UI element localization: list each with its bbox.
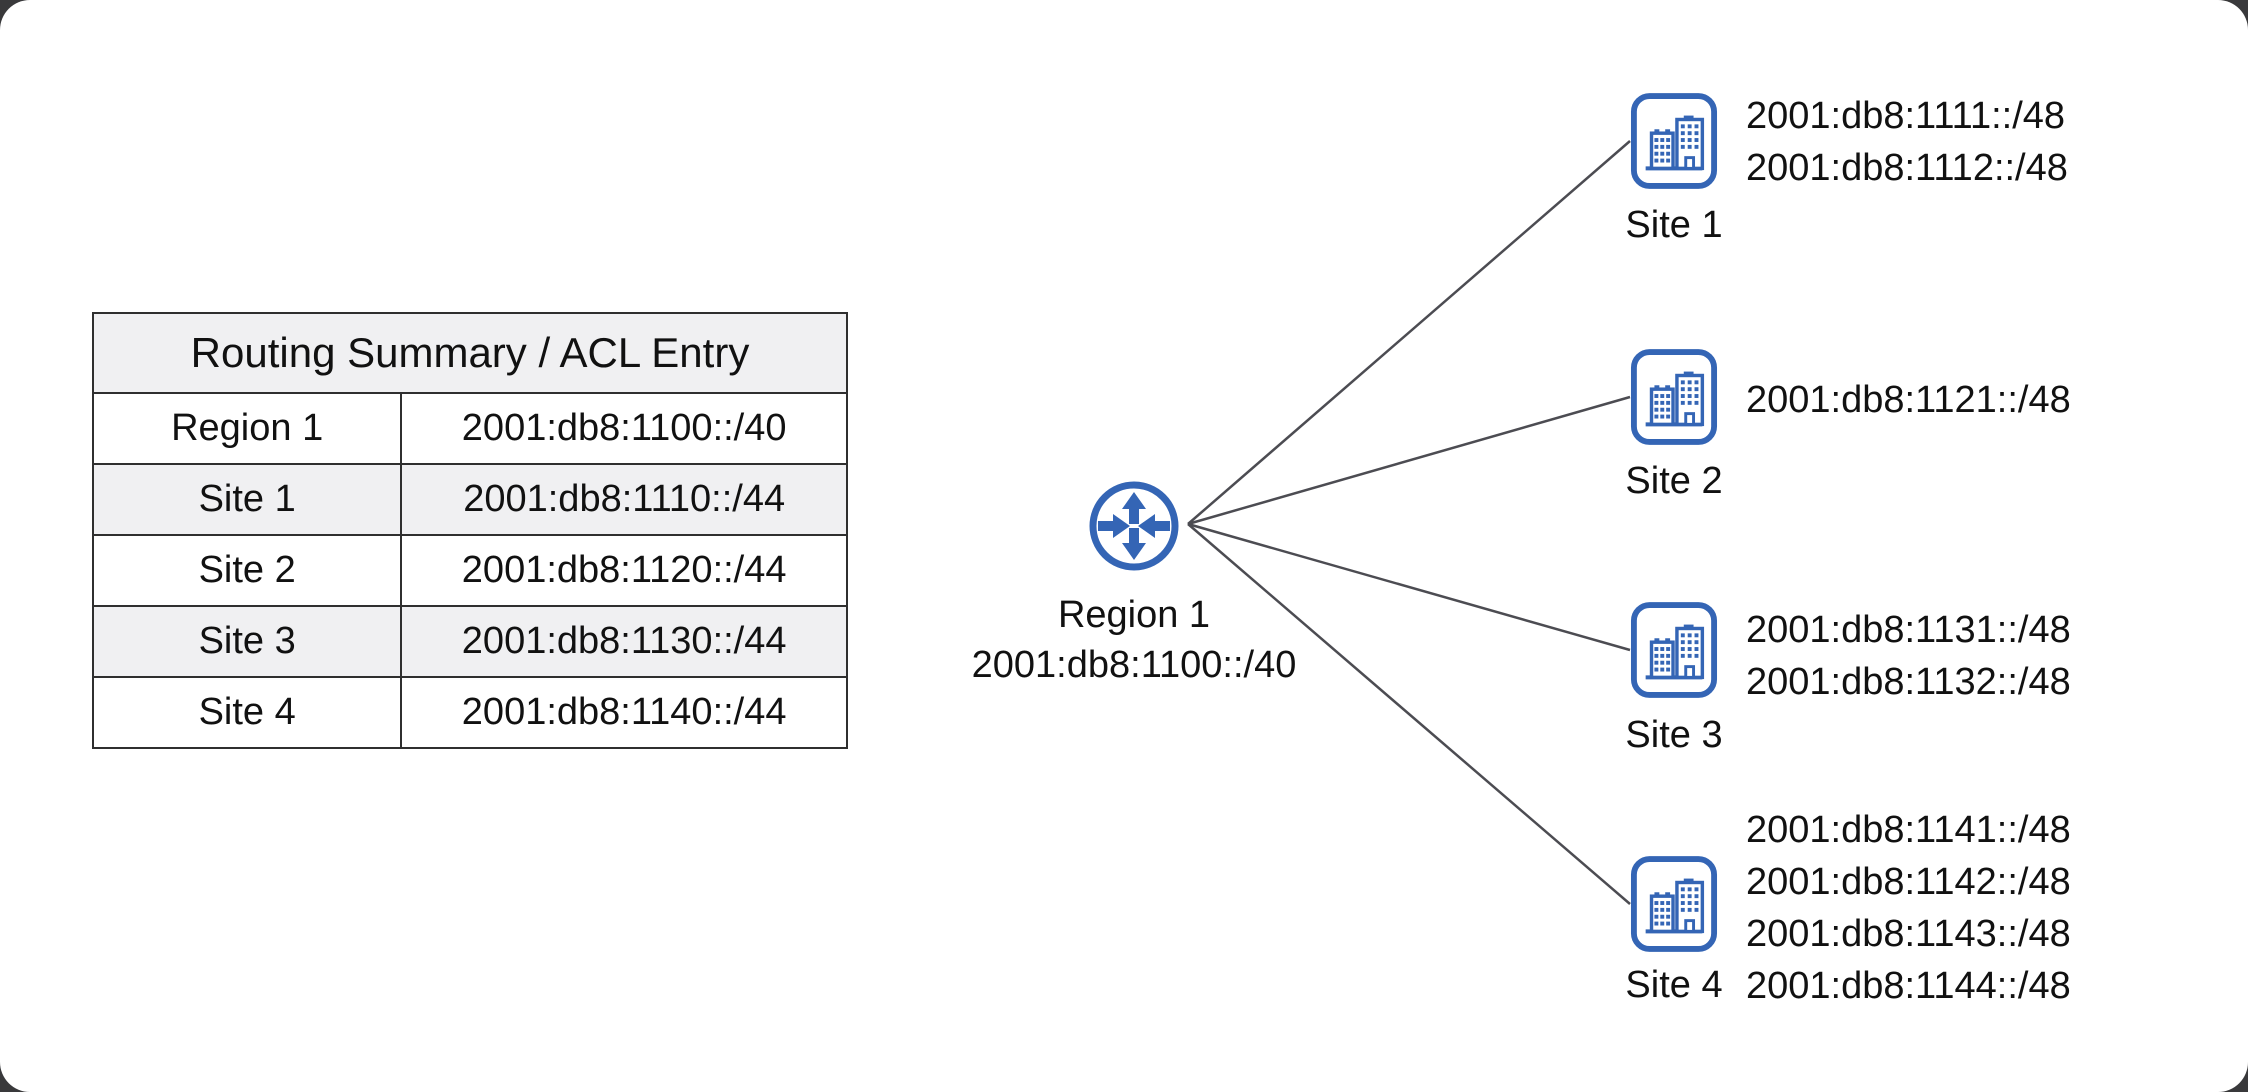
table-header-row: Routing Summary / ACL Entry bbox=[92, 312, 848, 394]
prefix-line: 2001:db8:1131::/48 bbox=[1746, 609, 2071, 651]
site-2-building-icon bbox=[1630, 348, 1718, 446]
site-3-building-icon bbox=[1630, 601, 1718, 699]
site-4-building-icon bbox=[1630, 855, 1718, 953]
prefix-line: 2001:db8:1132::/48 bbox=[1746, 661, 2071, 703]
prefix-line: 2001:db8:1141::/48 bbox=[1746, 809, 2071, 851]
site-1-label: Site 1 bbox=[1625, 204, 1723, 246]
router-icon bbox=[1086, 478, 1182, 574]
prefix-line: 2001:db8:1111::/48 bbox=[1746, 95, 2066, 137]
row-label: Site 1 bbox=[91, 463, 403, 536]
prefix-line: 2001:db8:1121::/48 bbox=[1746, 379, 2071, 421]
row-value: 2001:db8:1100::/40 bbox=[400, 392, 848, 465]
table-row: Site 4 2001:db8:1140::/44 bbox=[91, 676, 848, 749]
prefix-line: 2001:db8:1112::/48 bbox=[1746, 147, 2068, 189]
router-name: Region 1 bbox=[1057, 594, 1211, 636]
row-label: Site 3 bbox=[91, 605, 403, 678]
site-4-label: Site 4 bbox=[1625, 964, 1723, 1006]
row-value: 2001:db8:1140::/44 bbox=[400, 676, 848, 749]
site-4-prefixes: 2001:db8:1141::/48 2001:db8:1142::/48 20… bbox=[1746, 804, 2071, 1012]
router-prefix: 2001:db8:1100::/40 bbox=[971, 644, 1297, 686]
table-row: Region 1 2001:db8:1100::/40 bbox=[91, 392, 848, 465]
site-2-label: Site 2 bbox=[1625, 460, 1723, 502]
table-row: Site 3 2001:db8:1130::/44 bbox=[91, 605, 848, 678]
row-label: Site 2 bbox=[91, 534, 403, 607]
site-1-prefixes: 2001:db8:1111::/48 2001:db8:1112::/48 bbox=[1746, 90, 2068, 194]
router-label-block: Region 1 2001:db8:1100::/40 bbox=[934, 590, 1334, 690]
site-1-building-icon bbox=[1630, 92, 1718, 190]
row-value: 2001:db8:1110::/44 bbox=[400, 463, 848, 536]
table-row: Site 2 2001:db8:1120::/44 bbox=[91, 534, 848, 607]
prefix-line: 2001:db8:1144::/48 bbox=[1746, 965, 2071, 1007]
site-3-prefixes: 2001:db8:1131::/48 2001:db8:1132::/48 bbox=[1746, 604, 2071, 708]
link-region-site-4 bbox=[1187, 523, 1631, 905]
site-3-label: Site 3 bbox=[1625, 714, 1723, 756]
link-region-site-2 bbox=[1187, 395, 1631, 526]
link-region-site-1 bbox=[1187, 140, 1631, 525]
row-label: Region 1 bbox=[91, 392, 403, 465]
site-2-prefixes: 2001:db8:1121::/48 bbox=[1746, 374, 2071, 426]
row-label: Site 4 bbox=[91, 676, 403, 749]
row-value: 2001:db8:1120::/44 bbox=[400, 534, 848, 607]
prefix-line: 2001:db8:1143::/48 bbox=[1746, 913, 2071, 955]
routing-summary-table: Routing Summary / ACL Entry Region 1 200… bbox=[91, 312, 848, 749]
table-row: Site 1 2001:db8:1110::/44 bbox=[91, 463, 848, 536]
prefix-line: 2001:db8:1142::/48 bbox=[1746, 861, 2071, 903]
row-value: 2001:db8:1130::/44 bbox=[400, 605, 848, 678]
table-title: Routing Summary / ACL Entry bbox=[92, 312, 848, 394]
